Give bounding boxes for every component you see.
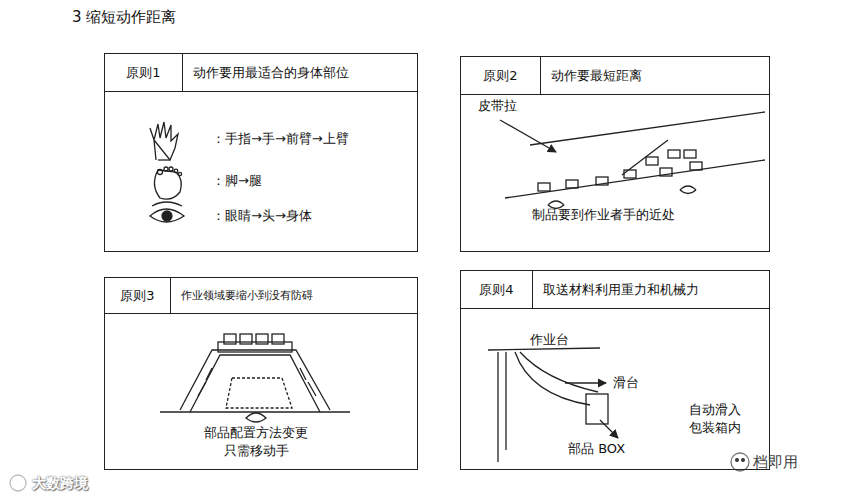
- panel-header: 原则2 动作要最短距离: [461, 57, 769, 95]
- principle-number: 原则1: [126, 64, 160, 82]
- header-cell: 原则4: [461, 271, 533, 308]
- hand-icon: [150, 122, 178, 160]
- page-title: 3 缩短动作距离: [72, 8, 176, 27]
- body-part-sequence: ：脚→腿: [212, 172, 262, 190]
- principle-number: 原则3: [120, 287, 154, 305]
- caption: 部品配置方法变更 只需移动手: [200, 424, 312, 459]
- body-part-sequence: ：眼睛→头→身体: [212, 207, 312, 225]
- eye-icon: [150, 202, 184, 222]
- part-label: 皮带拉: [478, 97, 517, 115]
- header-cell: 取送材料利用重力和机械力: [533, 271, 769, 308]
- principle-title: 动作要用最适合的身体部位: [193, 64, 349, 82]
- header-cell: 原则1: [105, 54, 183, 91]
- part-label: 滑台: [613, 374, 639, 392]
- principle-title: 作业领域要缩小到没有防碍: [181, 288, 313, 303]
- watermark: 大数跨境: [32, 474, 88, 493]
- header-cell: 作业领域要缩小到没有防碍: [171, 278, 417, 313]
- principle-title: 取送材料利用重力和机械力: [543, 281, 699, 299]
- part-label: 作业台: [530, 331, 569, 349]
- conveyor-belt: [500, 112, 765, 209]
- part-label: 部品 BOX: [568, 440, 625, 458]
- panel-header: 原则1 动作要用最适合的身体部位: [105, 54, 417, 92]
- principle-title: 动作要最短距离: [551, 67, 642, 85]
- note: 自动滑入 包装箱内: [684, 401, 746, 436]
- principle-number: 原则4: [479, 281, 513, 299]
- watermark-logo: [10, 453, 749, 491]
- panel-header: 原则4 取送材料利用重力和机械力: [461, 271, 769, 309]
- principle-panel: 原则2 动作要最短距离: [460, 56, 770, 252]
- principle-number: 原则2: [483, 67, 517, 85]
- panel-header: 原则3 作业领域要缩小到没有防碍: [105, 278, 417, 314]
- header-cell: 原则2: [461, 57, 541, 94]
- workbench: [160, 334, 350, 422]
- caption: 制品要到作业者手的近处: [532, 206, 675, 224]
- principle-panel: 原则4 取送材料利用重力和机械力: [460, 270, 770, 470]
- header-cell: 动作要最短距离: [541, 57, 769, 94]
- foot-icon: [154, 167, 181, 199]
- body-part-sequence: ：手指→手→前臂→上臂: [212, 130, 349, 148]
- watermark: 档即用: [753, 452, 798, 472]
- header-cell: 动作要用最适合的身体部位: [183, 54, 417, 91]
- principle-panel: 原则3 作业领域要缩小到没有防碍: [104, 277, 418, 470]
- header-cell: 原则3: [105, 278, 171, 313]
